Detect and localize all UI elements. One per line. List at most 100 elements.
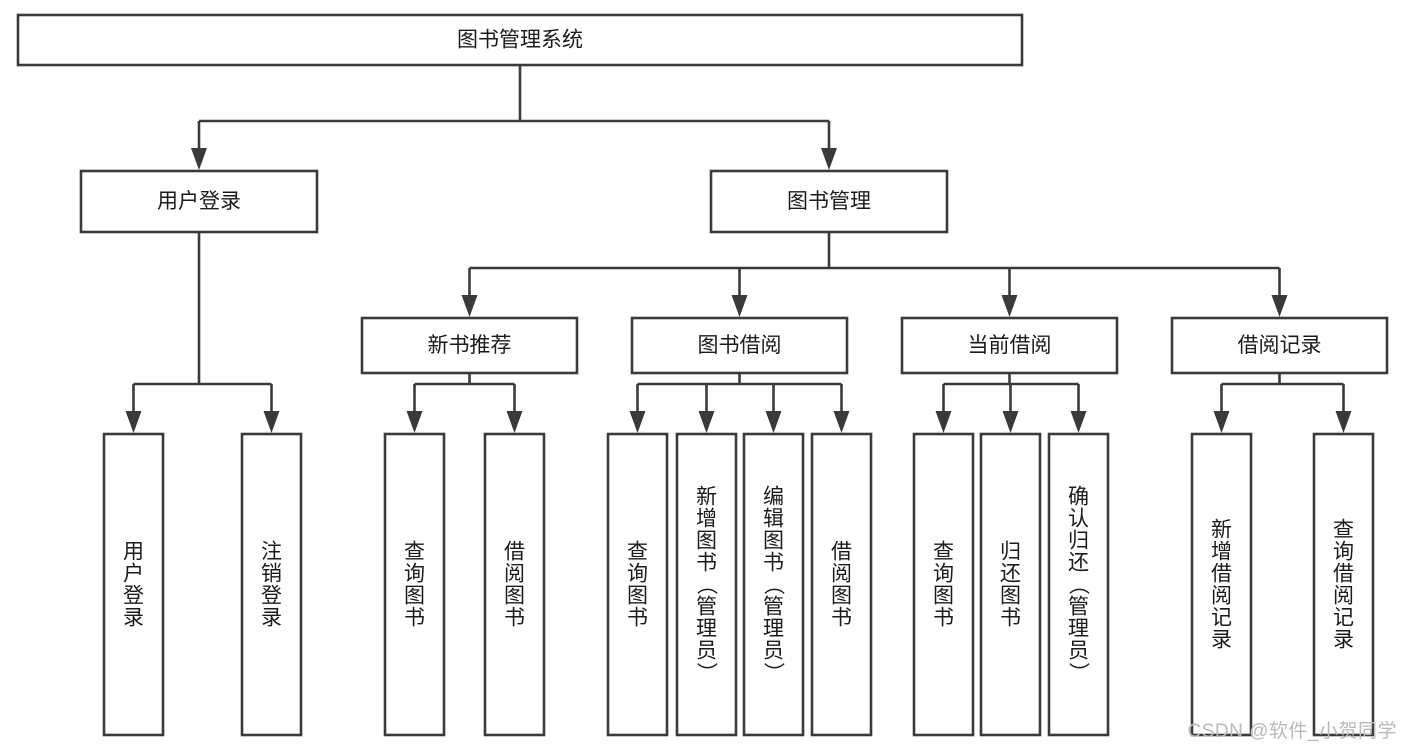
node-box-book-manage <box>709 169 949 234</box>
node-label-char-leaf-add-record-4: 记 <box>1211 607 1232 630</box>
node-label-char-leaf-query-book-2-2: 图 <box>627 585 648 608</box>
node-label-char-leaf-add-record-1: 增 <box>1211 541 1232 564</box>
arrow-head-new-book-rec <box>461 295 478 317</box>
node-leaf-user-login[interactable]: 用户登录 <box>102 432 165 737</box>
node-label-char-leaf-borrow-book-2-1: 阅 <box>831 563 852 586</box>
node-label-char-leaf-user-login-3: 录 <box>123 607 144 630</box>
arrow-head-leaf-confirm-return <box>1070 411 1087 433</box>
node-book-manage[interactable]: 图书管理 <box>709 169 949 234</box>
node-box-leaf-query-record <box>1312 432 1375 737</box>
node-label-char-leaf-query-record-2: 借 <box>1333 563 1354 586</box>
node-new-book-rec[interactable]: 新书推荐 <box>360 316 579 375</box>
node-label-char-leaf-query-book-3-3: 书 <box>933 607 954 630</box>
node-label-char-leaf-edit-book-2: 图 <box>763 530 784 553</box>
node-label-root: 图书管理系统 <box>457 29 583 52</box>
node-label-char-leaf-borrow-book-2-2: 图 <box>831 585 852 608</box>
arrow-head-borrow-record <box>1271 295 1288 317</box>
node-label-char-leaf-edit-book-3: 书 <box>763 552 784 575</box>
arrow-head-leaf-user-login <box>125 411 142 433</box>
node-label-char-leaf-add-record-0: 新 <box>1211 519 1232 542</box>
node-label-char-leaf-query-record-5: 录 <box>1333 629 1354 652</box>
node-label-char-leaf-query-book-2-3: 书 <box>627 607 648 630</box>
arrow-head-leaf-return-book <box>1002 411 1019 433</box>
node-layer: 图书管理系统用户登录图书管理新书推荐图书借阅当前借阅借阅记录用户登录注销登录查询… <box>16 13 1389 737</box>
node-label-char-leaf-confirm-return-2: 归 <box>1068 530 1089 553</box>
node-label-char-leaf-return-book-2: 图 <box>1000 585 1021 608</box>
node-label-char-leaf-add-book-3: 书 <box>696 552 717 575</box>
node-box-leaf-borrow-book-1 <box>483 432 546 737</box>
node-box-leaf-edit-book <box>742 432 805 737</box>
node-label-char-leaf-confirm-return-6: 理 <box>1068 618 1089 641</box>
node-box-user-login <box>79 169 319 234</box>
node-label-char-leaf-user-login-0: 用 <box>123 541 144 564</box>
node-current-borrow[interactable]: 当前借阅 <box>900 316 1119 375</box>
node-label-char-leaf-add-book-2: 图 <box>696 530 717 553</box>
node-label-char-leaf-query-record-4: 记 <box>1333 607 1354 630</box>
node-label-char-leaf-borrow-book-2-0: 借 <box>831 541 852 564</box>
node-label-char-leaf-user-logout-3: 录 <box>261 607 282 630</box>
arrow-head-leaf-borrow-book-2 <box>833 411 850 433</box>
node-label-char-leaf-borrow-book-1-2: 图 <box>504 585 525 608</box>
node-label-char-leaf-add-book-6: 理 <box>696 618 717 641</box>
node-label-char-leaf-edit-book-8: ） <box>762 662 785 683</box>
node-label-char-leaf-borrow-book-2-3: 书 <box>831 607 852 630</box>
node-label-char-leaf-user-login-1: 户 <box>123 563 144 586</box>
node-label-char-leaf-query-book-3-2: 图 <box>933 585 954 608</box>
node-label-char-leaf-add-book-8: ） <box>695 662 718 683</box>
node-box-root <box>16 13 1024 67</box>
node-label-char-leaf-edit-book-4: （ <box>762 574 785 595</box>
arrow-head-leaf-borrow-book-1 <box>506 411 523 433</box>
arrow-head-leaf-user-logout <box>263 411 280 433</box>
node-label-char-leaf-add-record-3: 阅 <box>1211 585 1232 608</box>
node-box-leaf-confirm-return <box>1047 432 1110 737</box>
node-label-char-leaf-add-book-7: 员 <box>696 640 717 663</box>
node-label-char-leaf-return-book-0: 归 <box>1000 541 1021 564</box>
node-label-char-leaf-confirm-return-5: 管 <box>1068 596 1089 619</box>
node-label-char-leaf-confirm-return-0: 确 <box>1068 486 1089 509</box>
node-label-char-leaf-confirm-return-1: 认 <box>1068 508 1089 531</box>
node-label-book-borrow: 图书借阅 <box>698 334 782 357</box>
node-label-char-leaf-return-book-3: 书 <box>1000 607 1021 630</box>
node-label-char-leaf-confirm-return-7: 员 <box>1068 640 1089 663</box>
node-label-char-leaf-borrow-book-1-0: 借 <box>504 541 525 564</box>
node-label-char-leaf-user-logout-1: 销 <box>261 563 282 586</box>
node-label-char-leaf-user-login-2: 登 <box>123 585 144 608</box>
node-borrow-record[interactable]: 借阅记录 <box>1170 316 1389 375</box>
node-box-borrow-record <box>1170 316 1389 375</box>
arrow-head-user-login <box>191 148 207 170</box>
arrow-head-leaf-add-record <box>1213 411 1230 433</box>
node-box-leaf-query-book-2 <box>606 432 669 737</box>
node-box-leaf-add-book <box>675 432 738 737</box>
node-label-char-leaf-edit-book-0: 编 <box>763 486 784 509</box>
node-label-char-leaf-query-record-0: 查 <box>1333 519 1354 542</box>
node-root[interactable]: 图书管理系统 <box>16 13 1024 67</box>
node-label-char-leaf-add-book-5: 管 <box>696 596 717 619</box>
node-label-book-manage: 图书管理 <box>787 190 871 213</box>
node-box-leaf-query-book-1 <box>383 432 446 737</box>
node-label-char-leaf-confirm-return-8: ） <box>1067 662 1090 683</box>
node-label-current-borrow: 当前借阅 <box>968 334 1052 357</box>
node-box-book-borrow <box>630 316 849 375</box>
node-user-login[interactable]: 用户登录 <box>79 169 319 234</box>
node-book-borrow[interactable]: 图书借阅 <box>630 316 849 375</box>
node-box-leaf-user-login <box>102 432 165 737</box>
node-label-char-leaf-query-book-3-0: 查 <box>933 541 954 564</box>
node-label-char-leaf-add-record-2: 借 <box>1211 563 1232 586</box>
node-label-char-leaf-confirm-return-4: （ <box>1067 574 1090 595</box>
node-label-char-leaf-borrow-book-1-1: 阅 <box>504 563 525 586</box>
node-label-char-leaf-query-book-1-2: 图 <box>404 585 425 608</box>
